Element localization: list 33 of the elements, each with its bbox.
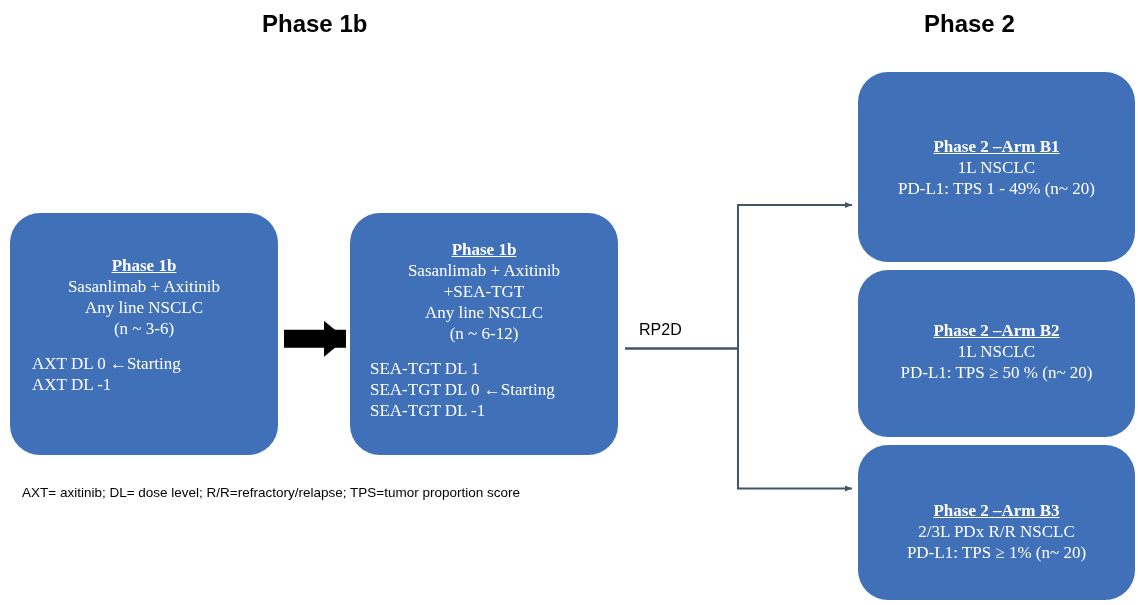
box-text: PD-L1: TPS ≥ 1% (n~ 20) [905, 542, 1088, 563]
box-text: 2/3L PDx R/R NSCLC [917, 521, 1076, 542]
rounded-box [350, 213, 618, 455]
box-text: Sasanlimab + Axitinib [406, 260, 562, 281]
box-text: SEA-TGT DL -1 [369, 400, 487, 421]
box-text: +SEA-TGT [442, 281, 526, 302]
footnote: AXT= axitinib; DL= dose level; R/R=refractory/relapse; TPS=tumor proportion score [22, 485, 520, 500]
box-text: (n ~ 3-6) [112, 318, 176, 339]
box-text: Any line NSCLC [423, 302, 545, 323]
box-heading: Phase 2 –Arm B2 [932, 320, 1061, 341]
box-text: AXT DL -1 [31, 374, 113, 395]
box-text: PD-L1: TPS 1 - 49% (n~ 20) [897, 178, 1096, 199]
box-text: SEA-TGT DL 0 ←Starting [369, 379, 556, 400]
box-text: AXT DL 0 ←Starting [31, 353, 182, 374]
box-text: Any line NSCLC [83, 297, 205, 318]
box-text: (n ~ 6-12) [448, 323, 520, 344]
arrow [624, 347, 853, 492]
rounded-box [858, 72, 1135, 262]
box-text: 1L NSCLC [956, 341, 1037, 362]
rounded-box [10, 213, 278, 455]
block-arrow [284, 320, 346, 357]
phase-heading: Phase 2 [924, 10, 1015, 38]
box-text: PD-L1: TPS ≥ 50 % (n~ 20) [899, 362, 1094, 383]
phase-heading: Phase 1b [262, 10, 368, 38]
rounded-box [858, 270, 1135, 437]
box-heading: Phase 2 –Arm B1 [932, 136, 1061, 157]
box-text: Sasanlimab + Axitinib [66, 276, 222, 297]
box-heading: Phase 2 –Arm B3 [932, 500, 1061, 521]
box-heading: Phase 1b [450, 239, 518, 260]
box-text: SEA-TGT DL 1 [369, 358, 481, 379]
rounded-box [858, 445, 1135, 600]
box-text: 1L NSCLC [956, 157, 1037, 178]
box-heading: Phase 1b [110, 255, 178, 276]
